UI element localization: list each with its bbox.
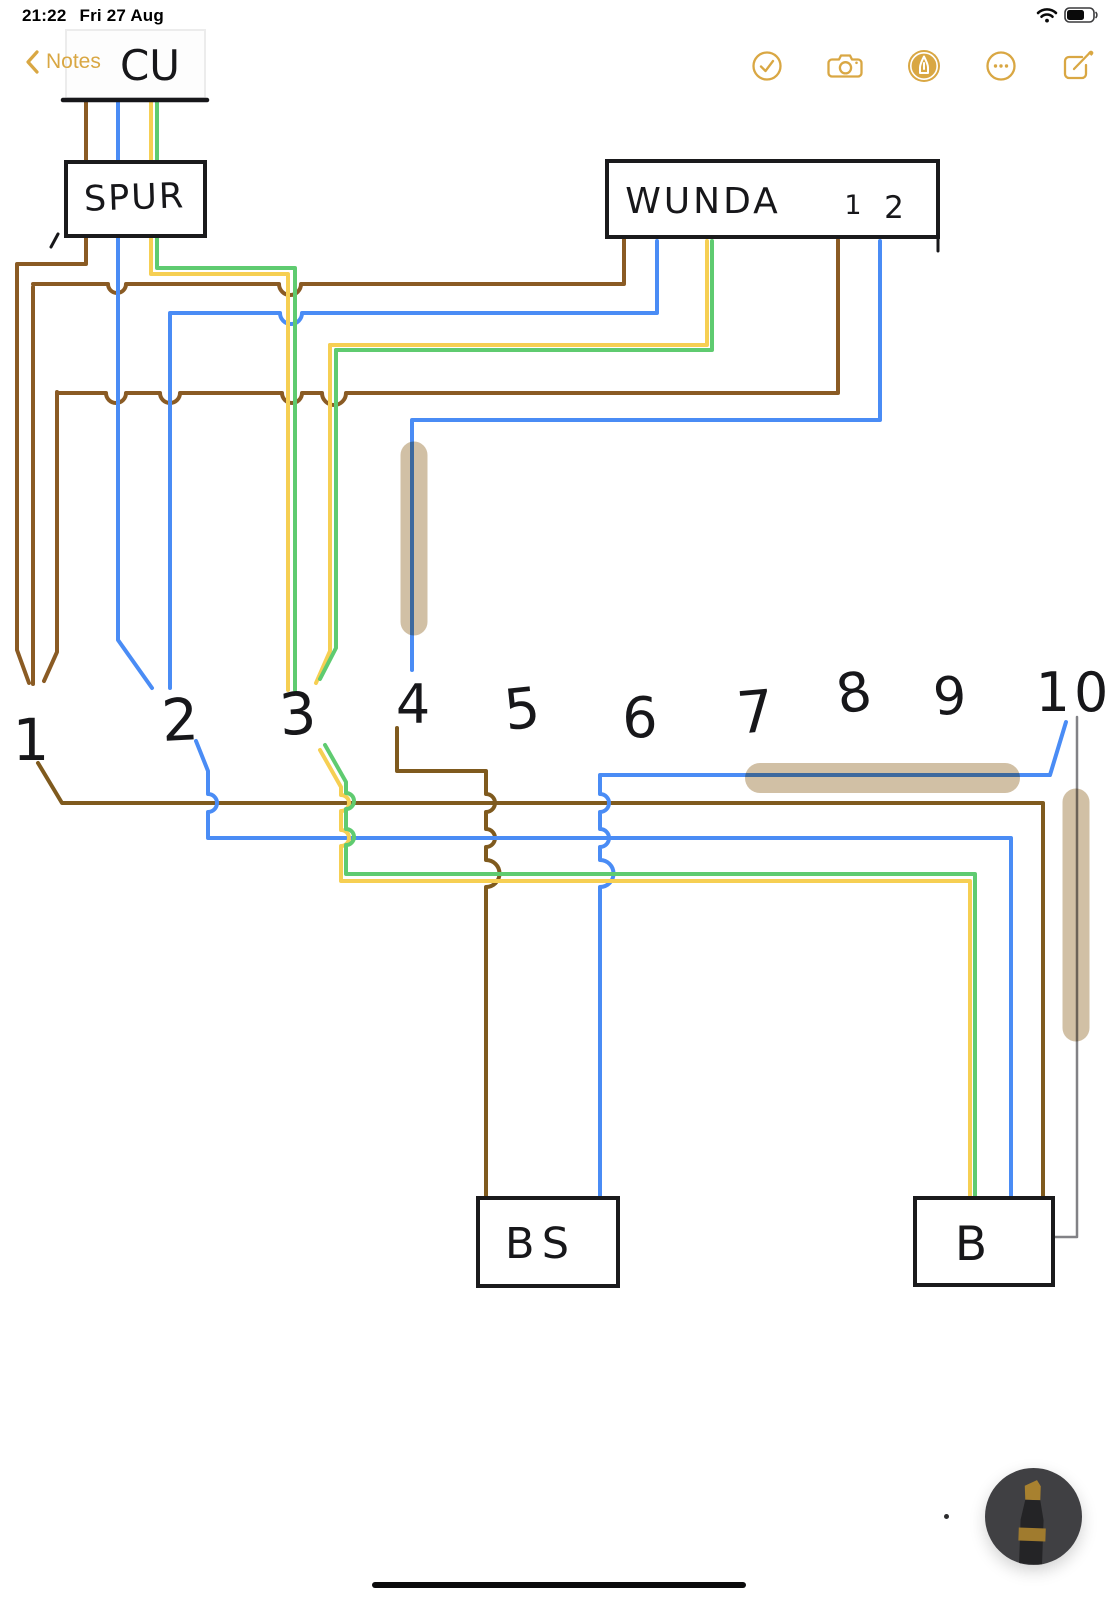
marker-tool-button[interactable] [985,1468,1082,1565]
bs-label: BS [505,1219,577,1269]
wunda-box [605,159,940,239]
wire-earth-green-upper [155,100,714,692]
back-button[interactable]: Notes [24,49,101,75]
bs-box [476,1196,620,1288]
terminal-label-9: 9 [931,666,968,728]
terminal-label-4: 4 [396,673,430,736]
camera-icon[interactable] [826,49,864,83]
terminal-label-8: 8 [831,659,876,727]
home-indicator[interactable] [372,1582,746,1588]
b-label: B [955,1217,987,1272]
wunda-terminal-1: 1 [844,190,861,221]
status-time: 21:22 [22,6,67,25]
terminal-label-7: 7 [734,677,777,748]
status-date: Fri 27 Aug [79,6,164,25]
spur-box [64,160,207,238]
battery-icon [1064,7,1098,23]
wunda-terminal-2: 2 [884,190,904,226]
chevron-left-icon [26,50,39,74]
back-button-label: Notes [46,50,101,73]
checkmark-circle-icon[interactable] [750,49,784,83]
nav-bar: Notes [0,38,1118,94]
spur-label: SPUR [83,176,186,220]
wire-earth-green-lower [323,743,977,1200]
terminal-label-5: 5 [501,675,543,743]
wire-earth-yellow-lower [318,748,972,1200]
ghost-text: CU [120,41,180,90]
terminal-label-6: 6 [622,686,658,751]
stray-ink-dot [944,1514,949,1519]
wire-live-upper [15,100,840,686]
terminal-label-10: 10 [1036,661,1113,724]
terminal-label-1: 1 [13,706,50,774]
marker-tool-icon [1018,1480,1046,1565]
wire-live-lower [36,726,1045,1200]
lower-wiring [36,715,1079,1239]
wunda-label: WUNDA [625,181,781,222]
compose-icon[interactable] [1060,49,1096,83]
ellipsis-circle-icon[interactable] [984,49,1018,83]
wire-earth-yellow-upper [149,100,709,692]
b-box [913,1196,1055,1287]
wifi-icon [1036,8,1058,23]
wire-neutral-lower [194,720,1068,1200]
ink-labels: SPUR WUNDA 1 2 BS B 1 2 3 4 5 6 7 8 9 10 [13,176,1113,1272]
ink-boxes [49,97,1055,1288]
terminal-label-2: 2 [160,685,200,755]
ghost-note-box: CU [65,29,206,99]
highlighter-strokes [400,441,1090,1042]
status-bar: 21:22 Fri 27 Aug [0,0,1118,30]
markup-pen-icon[interactable] [906,48,942,84]
terminal-label-3: 3 [277,679,319,749]
